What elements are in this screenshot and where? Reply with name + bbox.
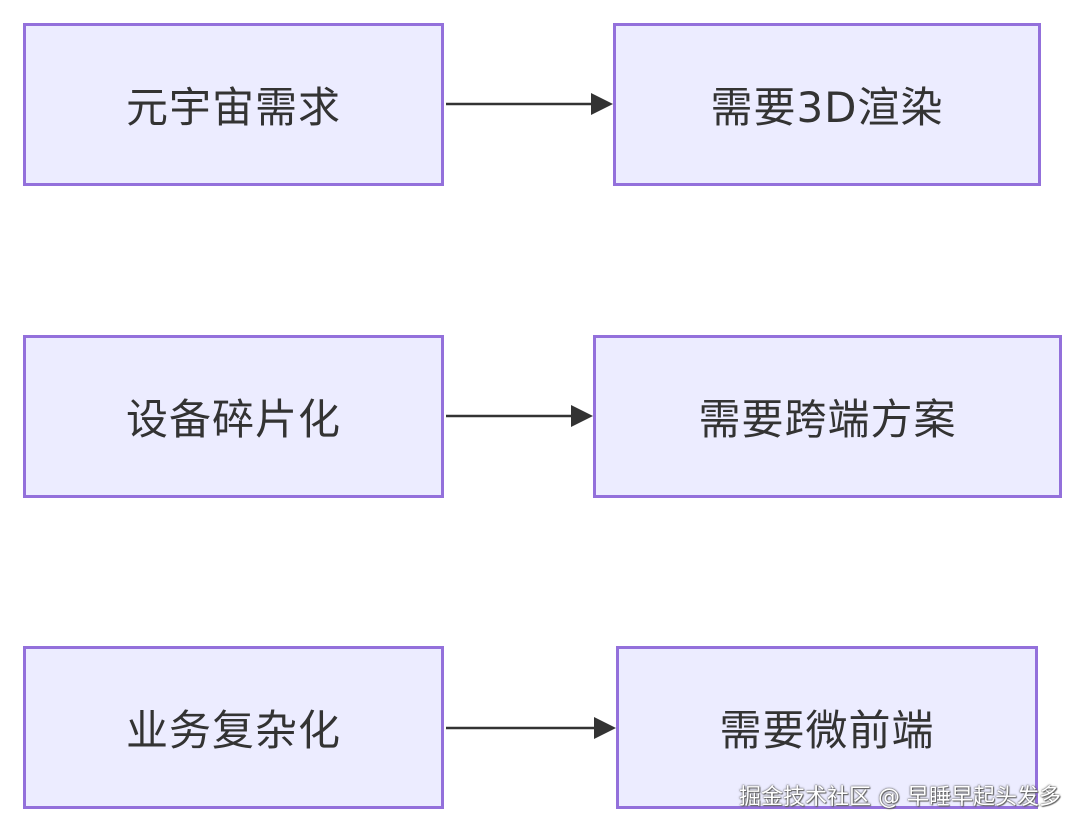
node-device-fragmentation: 设备碎片化 <box>23 335 444 498</box>
node-business-complexity: 业务复杂化 <box>23 646 444 809</box>
node-needs-cross-platform: 需要跨端方案 <box>593 335 1062 498</box>
node-needs-micro-frontend: 需要微前端 <box>616 646 1038 809</box>
edge-arrow-3 <box>446 717 616 739</box>
node-metaverse-demand: 元宇宙需求 <box>23 23 444 186</box>
edge-arrow-1 <box>446 93 613 115</box>
edge-arrow-2 <box>446 405 593 427</box>
node-needs-3d-rendering: 需要3D渲染 <box>613 23 1041 186</box>
watermark-text: 掘金技术社区 @ 早睡早起头发多 <box>739 785 1061 810</box>
